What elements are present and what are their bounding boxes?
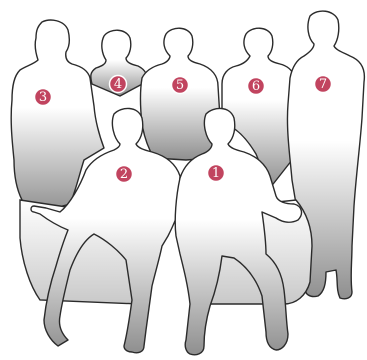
person-4-marker-label: 4: [114, 77, 122, 92]
person-7-marker-label: 7: [319, 77, 327, 92]
person-5-number-marker: 5: [172, 77, 189, 94]
person-1-marker-label: 1: [212, 166, 220, 181]
person-4-number-marker: 4: [110, 76, 127, 93]
person-5-marker-label: 5: [176, 78, 184, 93]
person-3-marker-label: 3: [39, 90, 47, 105]
person-3-number-marker: 3: [35, 89, 52, 106]
person-2-marker-label: 2: [120, 167, 128, 182]
person-7-number-marker: 7: [315, 76, 332, 93]
person-2-number-marker: 2: [116, 166, 133, 183]
person-6-number-marker: 6: [248, 78, 265, 95]
person-6-marker-label: 6: [252, 79, 260, 94]
person-1-number-marker: 1: [208, 165, 225, 182]
